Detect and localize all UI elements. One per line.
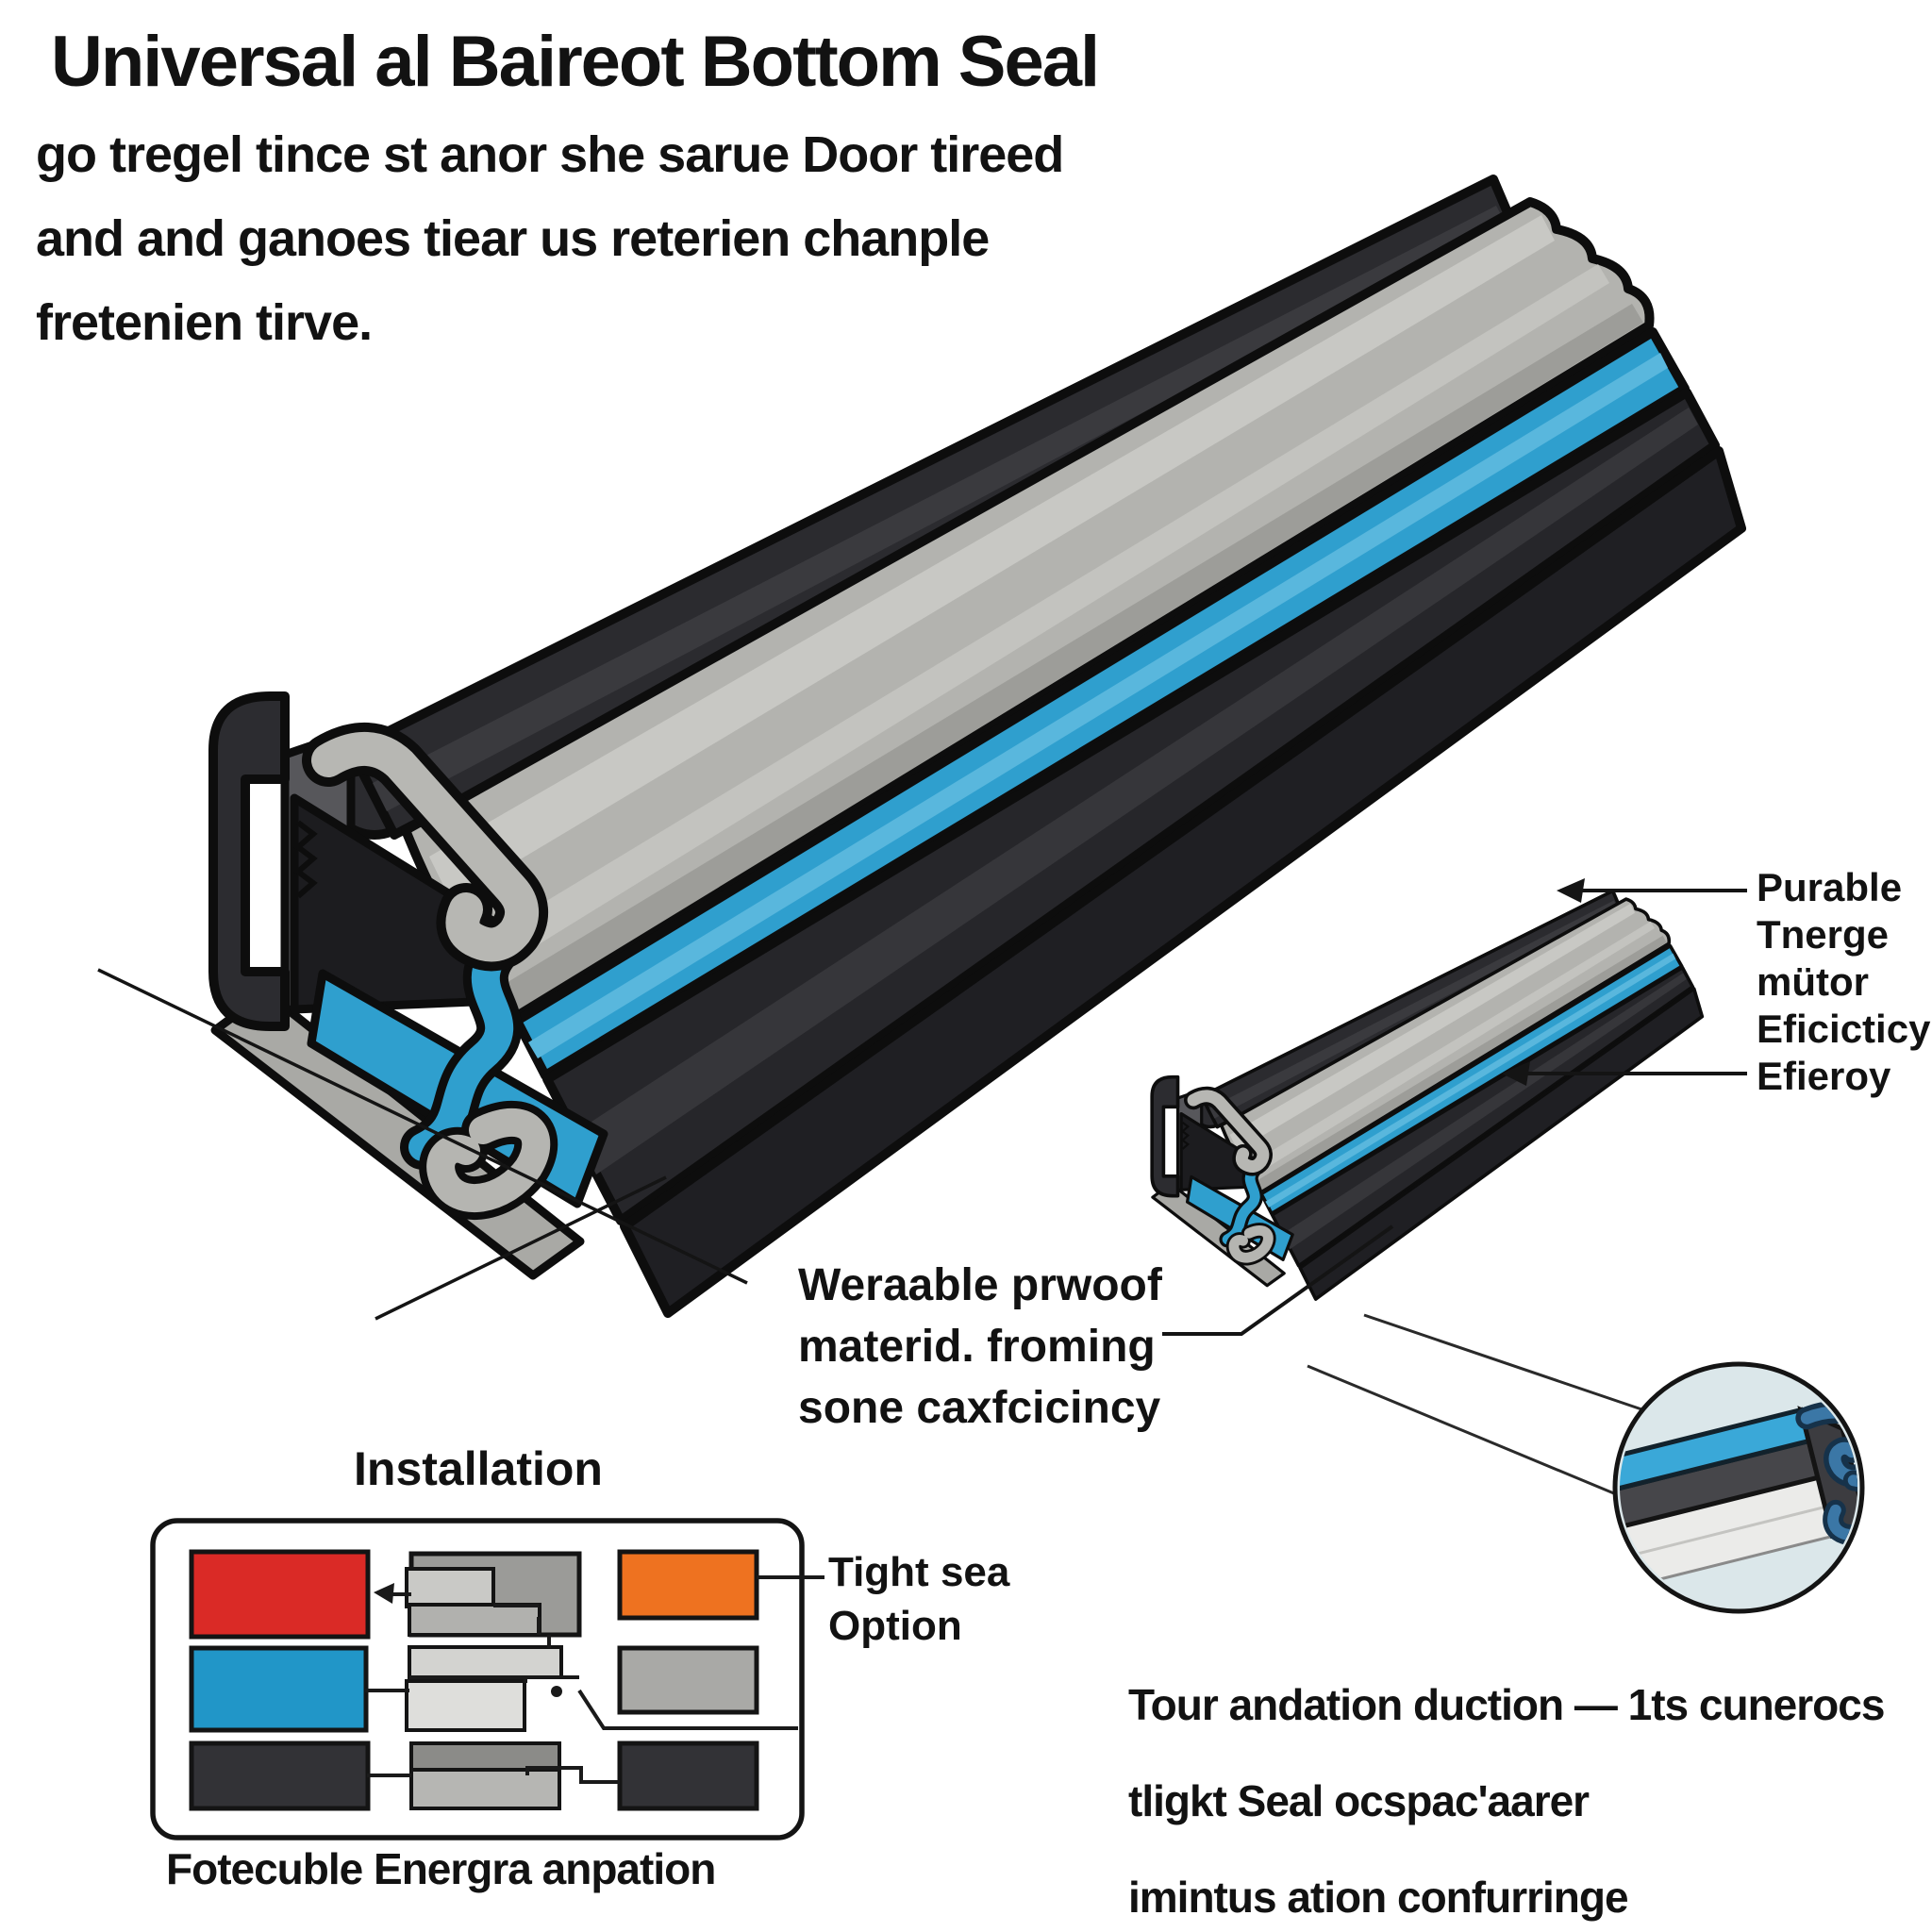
material-line-1: Weraable prwoof (798, 1260, 1162, 1310)
installation-heading: Installation (354, 1442, 603, 1495)
tight-seal-line-1: Tight sea (828, 1549, 1010, 1595)
red-block (189, 1549, 371, 1640)
gray-block-2 (617, 1645, 759, 1715)
tight-seal-line-2: Option (828, 1603, 962, 1649)
material-line-2: materid. froming (798, 1322, 1156, 1372)
arrowhead-icon (1502, 1061, 1530, 1086)
bottom-description: Tour andation duction — 1ts cunerocs tli… (1128, 1657, 1885, 1932)
seal-label-4: Eficicticy (1757, 1007, 1931, 1051)
description-line-3: imintus ation confurringe (1128, 1873, 1629, 1922)
arrowhead-icon (1557, 878, 1585, 903)
installation-panel (150, 1518, 824, 1840)
small-seal-illustration (1152, 891, 1702, 1299)
description-line-1: Tour andation duction — 1ts cunerocs (1128, 1680, 1885, 1729)
subtitle-line-3: fretenien tirve. (36, 294, 373, 351)
zoom-inset-circle (1612, 1361, 1865, 1614)
page-title: Universal al Baireot Bottom Seal (51, 22, 1100, 102)
subtitle-line-1: go tregel tince st anor she sarue Door t… (36, 126, 1064, 183)
material-callout-text: Weraable prwoof materid. froming sone ca… (798, 1255, 1162, 1439)
orange-block (617, 1549, 759, 1621)
dark-block-right (617, 1740, 759, 1811)
zoom-ray-lines (1307, 1313, 1659, 1498)
leader-line-top (1557, 878, 1747, 903)
subtitle-line-2: and and ganoes tiear us reterien chanple (36, 210, 990, 267)
leader-line-bottom (1502, 1061, 1747, 1086)
seal-label-2: Tnerge (1757, 912, 1890, 957)
description-line-2: tligkt Seal ocspac'aarer (1128, 1776, 1590, 1825)
arrowhead-icon (374, 1583, 394, 1604)
material-line-3: sone caxfcicincy (798, 1383, 1161, 1433)
seal-label-1: Purable (1757, 865, 1903, 909)
seal-label-5: Efieroy (1757, 1054, 1891, 1098)
material-callout-line (1162, 1224, 1394, 1336)
seal-label-3: mütor (1757, 959, 1869, 1004)
dimension-cross-lines (97, 968, 748, 1321)
dark-block-left (189, 1740, 371, 1811)
seal-part-labels: Purable Tnerge mütor Eficicticy Efieroy (1757, 864, 1930, 1100)
subtitle: go tregel tince st anor she sarue Door t… (36, 113, 1064, 365)
blue-block (189, 1645, 369, 1733)
tight-seal-option-label: Tight sea Option (828, 1545, 1009, 1653)
installation-caption: Fotecuble Energra anpation (166, 1844, 716, 1893)
